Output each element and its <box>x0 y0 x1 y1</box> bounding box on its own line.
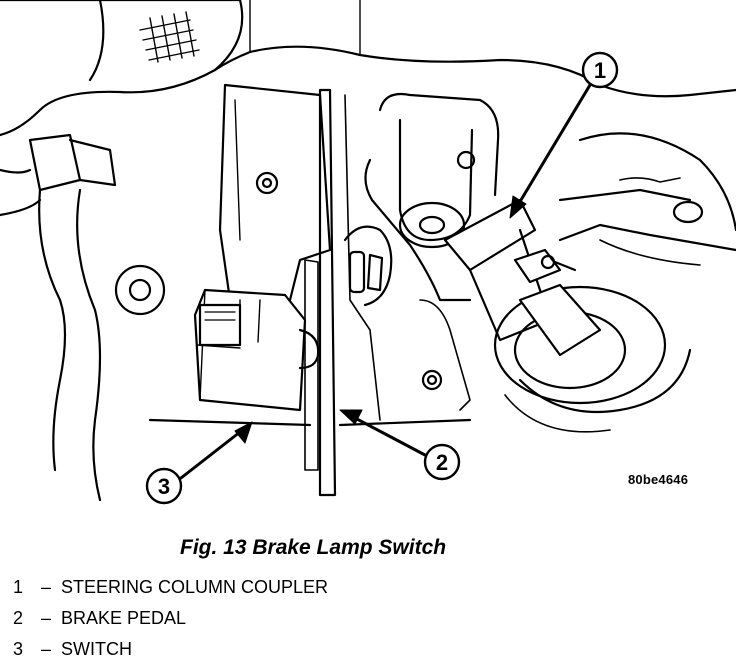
steering-column <box>364 92 500 302</box>
brake-lamp-switch <box>193 288 320 412</box>
steering-column-coupler <box>443 198 577 342</box>
pedal-switch-contact <box>343 225 393 307</box>
legend-number: 2 <box>13 608 24 628</box>
legend-item-1: 1–STEERING COLUMN COUPLER <box>13 572 328 603</box>
legend-label: STEERING COLUMN COUPLER <box>61 577 329 597</box>
legend-label: BRAKE PEDAL <box>61 608 187 628</box>
callout-1: 1 <box>509 51 619 219</box>
right-linkage <box>558 132 736 266</box>
callout-3: 3 <box>145 421 253 505</box>
legend-item-2: 2–BRAKE PEDAL <box>13 603 328 634</box>
svg-text:3: 3 <box>158 474 170 499</box>
fastener-nut <box>419 299 471 411</box>
legend-dash: – <box>40 577 51 597</box>
legend-item-3: 3–SWITCH <box>13 634 328 665</box>
dashboard-panel <box>0 0 736 137</box>
legend-dash: – <box>40 639 51 659</box>
brake-lamp-switch-illustration: 1 2 3 <box>0 0 736 505</box>
lower-shaft-boot <box>493 283 692 433</box>
callout-2: 2 <box>339 409 461 481</box>
left-wiring-harness <box>0 133 166 502</box>
figure-caption: Fig. 13 Brake Lamp Switch <box>180 536 447 559</box>
mounting-bracket <box>148 83 472 427</box>
legend-number: 3 <box>13 639 24 659</box>
brake-pedal-arm <box>304 88 381 497</box>
legend-dash: – <box>40 608 51 628</box>
legend-label: SWITCH <box>61 639 132 659</box>
svg-text:2: 2 <box>436 450 448 475</box>
legend: 1–STEERING COLUMN COUPLER 2–BRAKE PEDAL … <box>13 572 328 665</box>
legend-number: 1 <box>13 577 24 597</box>
figure-reference-code: 80be4646 <box>628 472 689 487</box>
svg-text:1: 1 <box>594 58 606 83</box>
